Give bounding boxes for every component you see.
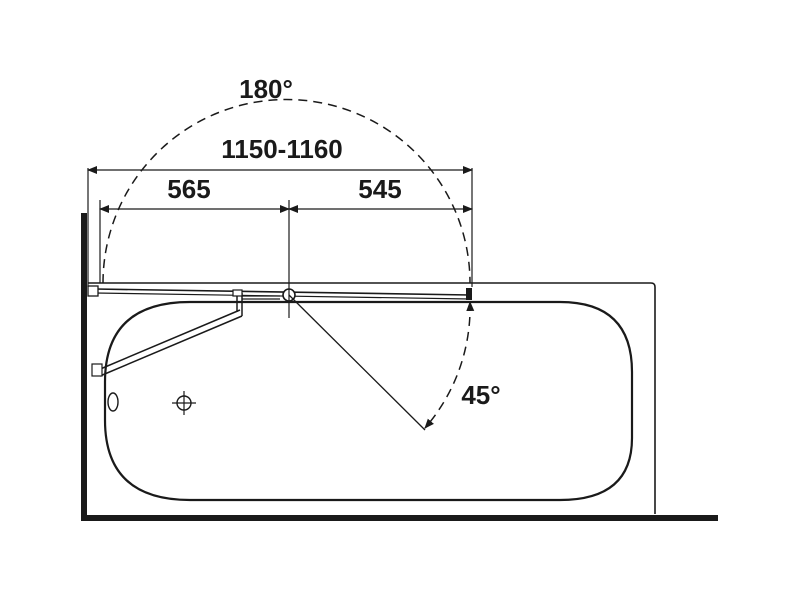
screen-open-position xyxy=(288,294,426,431)
wall-line xyxy=(81,213,87,521)
swing-angle-label: 180° xyxy=(239,74,293,104)
tilt-angle-label: 45° xyxy=(461,380,500,410)
screen-panel xyxy=(87,285,472,300)
bathtub-basin xyxy=(103,300,634,502)
swing-arc-180 xyxy=(102,98,471,284)
tilt-arc-45 xyxy=(424,301,475,429)
dimension-total xyxy=(87,166,473,287)
right-segment-label: 545 xyxy=(358,174,401,204)
bathtub-rim xyxy=(88,282,656,514)
total-width-label: 1150-1160 xyxy=(221,134,342,164)
floor-line xyxy=(81,515,718,521)
overflow-crosshair-icon xyxy=(172,391,196,415)
support-brace xyxy=(91,289,280,377)
drain-icon xyxy=(107,392,119,412)
left-segment-label: 565 xyxy=(167,174,210,204)
dimension-segments xyxy=(99,200,473,318)
